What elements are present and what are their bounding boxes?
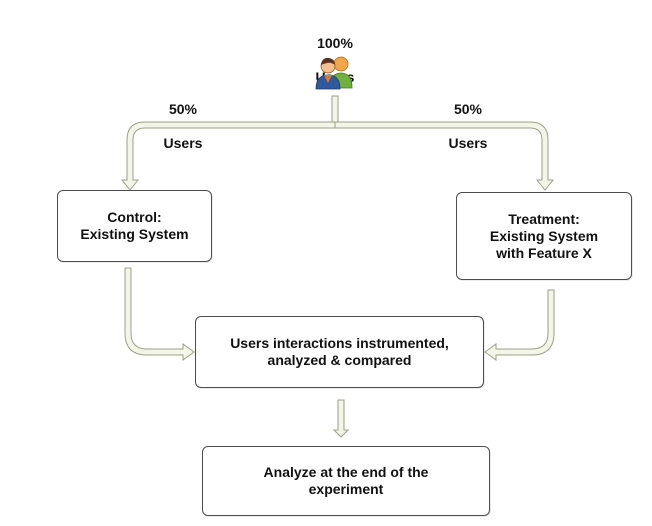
control-box: Control: Existing System <box>57 190 212 262</box>
analysis-box: Users interactions instrumented, analyze… <box>195 316 484 388</box>
connector-split-left <box>120 121 336 191</box>
split-left-percent: 50% <box>168 101 198 117</box>
split-right-label: 50% Users <box>433 84 503 152</box>
split-right-percent: 50% <box>453 101 483 117</box>
connector-analysis-to-final <box>332 399 350 438</box>
users-icon <box>315 56 353 90</box>
split-left-label: 50% Users <box>148 84 218 152</box>
connector-split-right <box>334 121 555 191</box>
connector-control-to-analysis <box>124 267 195 361</box>
connector-treatment-to-analysis <box>484 289 555 361</box>
split-left-users: Users <box>163 135 203 151</box>
split-right-users: Users <box>448 135 488 151</box>
source-percent: 100% <box>317 35 353 51</box>
analysis-text: Users interactions instrumented, analyze… <box>230 335 449 368</box>
connector-source-stem <box>331 95 339 123</box>
final-text: Analyze at the end of the experiment <box>263 464 429 497</box>
treatment-box: Treatment: Existing System with Feature … <box>456 192 632 280</box>
final-box: Analyze at the end of the experiment <box>202 446 490 516</box>
control-text: Control: Existing System <box>80 209 189 242</box>
treatment-text: Treatment: Existing System with Feature … <box>489 210 599 261</box>
